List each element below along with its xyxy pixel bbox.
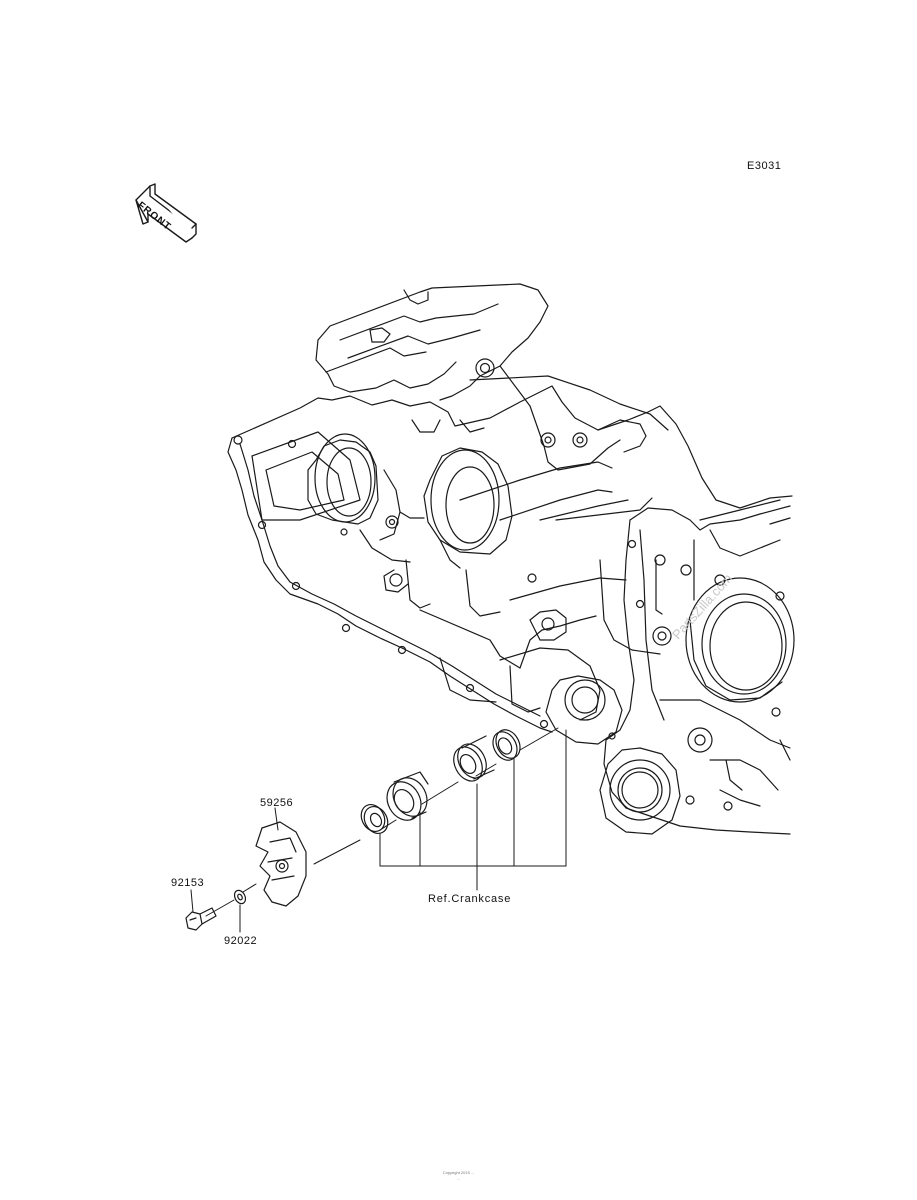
bolt-92153 [185,907,217,931]
crankcase-half-left [227,283,793,745]
crankcase-half-right [599,499,795,835]
leader-lines [190,729,567,933]
part-number-label[interactable]: 92153 [171,877,205,889]
washer-92022 [233,889,247,905]
footer-copyright: Copyright 2015 ... [442,1170,475,1175]
part-number-label[interactable]: 92022 [224,935,258,947]
seal-bushing [386,771,429,821]
part-number-label[interactable]: 59256 [260,797,294,809]
seal-ring [360,804,389,834]
reference-label: Ref.Crankcase [428,893,512,905]
footer-note: ... [456,1176,461,1181]
watermark: PartsZilla.com [669,571,735,642]
oil-seal-outer [492,729,521,761]
mechanical-seal [453,735,495,782]
impeller-59256 [255,821,307,907]
assembly-axis [205,727,559,917]
front-arrow-icon [135,183,197,243]
figure-code: E3031 [747,160,782,172]
